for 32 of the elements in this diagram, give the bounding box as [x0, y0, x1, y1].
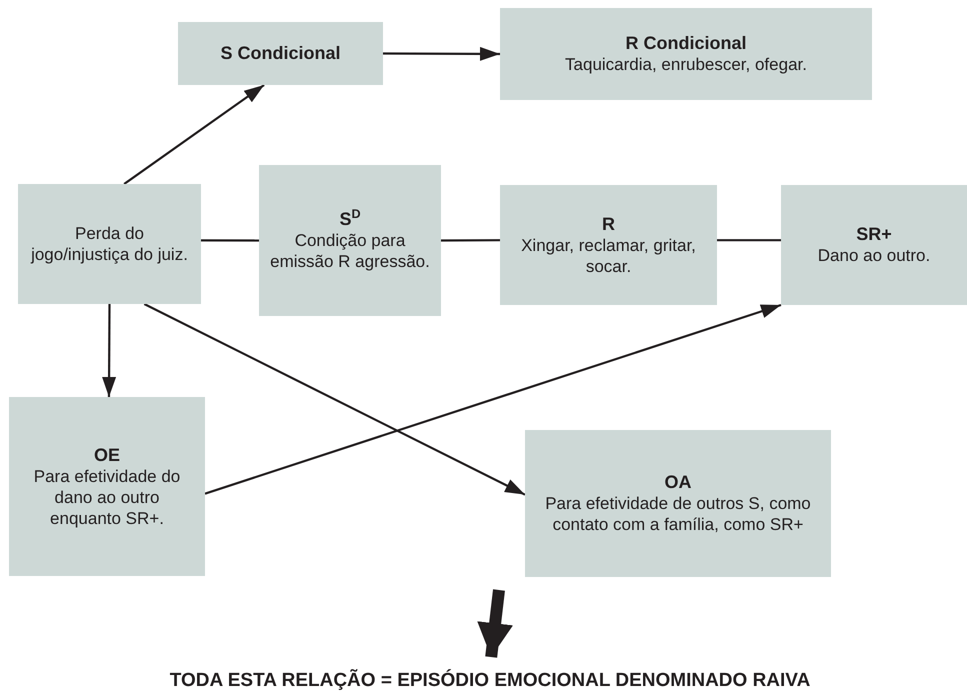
arrow [102, 304, 116, 397]
connector-line [441, 239, 500, 242]
box-text: Perda do jogo/injustiça do juiz. [30, 223, 189, 265]
box-text: Condição para emissão R agressão. [269, 230, 431, 272]
arrow [383, 46, 500, 61]
connector-line [717, 239, 781, 242]
arrow [144, 303, 526, 496]
connector-line [201, 239, 259, 242]
arrow [124, 84, 265, 185]
concept-box [500, 185, 717, 305]
arrow [204, 304, 782, 495]
concept-box [500, 8, 872, 100]
box-heading: OE [94, 444, 120, 466]
box-text: Taquicardia, enrubescer, ofegar. [565, 54, 807, 75]
box-heading: OA [664, 472, 692, 493]
box-heading: R [602, 214, 615, 234]
concept-box [9, 397, 205, 576]
box-heading: S Condicional [220, 43, 340, 64]
box-heading: S$^{D}$ [339, 209, 361, 230]
concept-box [781, 185, 967, 305]
conclusion-text: TODA ESTA RELAÇÃO = EPISÓDIO EMOCIONAL DENOMINADO RAIVA [170, 670, 810, 690]
concept-box [525, 430, 831, 577]
box-heading: R Condicional [626, 33, 746, 54]
box-text: Xingar, reclamar, gritar, socar. [520, 234, 697, 276]
box-heading: SR+ [856, 224, 892, 245]
box-text: Para efetividade de outros S, como contato com a família, como SR+ [544, 493, 812, 535]
box-text: Dano ao outro. [818, 245, 930, 266]
concept-box [259, 165, 441, 316]
concept-box [18, 184, 201, 304]
box-text: Para efetividade do dano ao outro enquanto SR+. [32, 466, 182, 528]
arrow [477, 589, 513, 658]
concept-box [178, 22, 383, 85]
